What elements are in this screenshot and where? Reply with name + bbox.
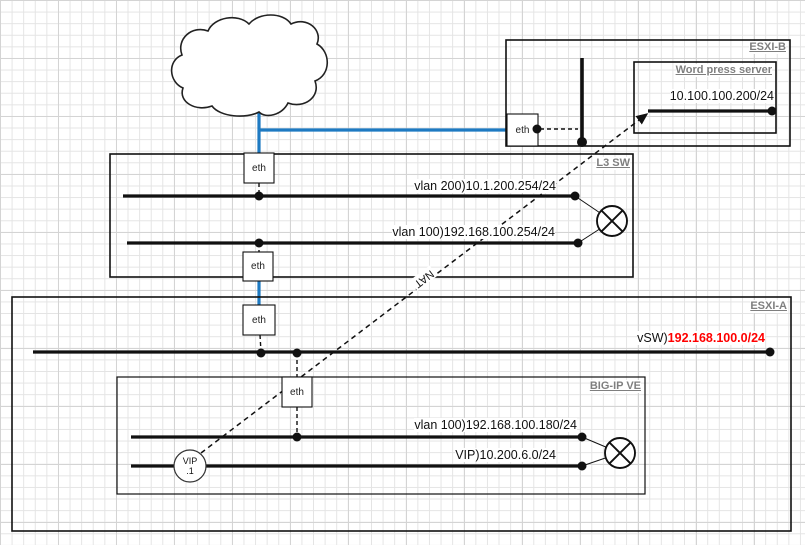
eth-port-box-l3-top[interactable] xyxy=(243,152,275,184)
l3-switch-box[interactable] xyxy=(109,153,634,278)
vlan200-label[interactable]: vlan 200)10.1.200.254/24 xyxy=(414,179,556,194)
wordpress-server-box[interactable] xyxy=(633,61,777,134)
wordpress-ip-label[interactable]: 10.100.100.200/24 xyxy=(669,89,774,104)
wordpress-title[interactable]: Word press server xyxy=(675,64,772,77)
eth-label-esxia: eth xyxy=(252,314,266,326)
eth-port-box-esxia[interactable] xyxy=(242,304,276,336)
vip-node-line2: .1 xyxy=(186,466,194,476)
vip-node-circle[interactable] xyxy=(173,449,207,483)
bigip-title[interactable]: BIG-IP VE xyxy=(589,380,641,393)
crossed-circle-icon-l3[interactable] xyxy=(596,205,628,237)
esxi-a-title[interactable]: ESXI-A xyxy=(750,300,787,313)
vip-node-text[interactable]: VIP .1 xyxy=(174,451,206,481)
esxi-a-box[interactable] xyxy=(11,296,792,532)
eth-label-bigip: eth xyxy=(290,386,304,398)
crossed-circle-icon-bigip[interactable] xyxy=(604,437,636,469)
esxi-b-box[interactable] xyxy=(505,39,791,147)
bigip-ve-box[interactable] xyxy=(116,376,646,495)
esxi-b-title[interactable]: ESXI-B xyxy=(749,41,786,54)
eth-port-box-l3-bottom[interactable] xyxy=(242,251,274,282)
vip-node-line1: VIP xyxy=(182,455,198,466)
l3-switch-title[interactable]: L3 SW xyxy=(596,157,630,170)
vsw-prefix: vSW) xyxy=(637,331,668,345)
eth-label-l3-top: eth xyxy=(252,162,266,174)
internet-cloud-icon[interactable] xyxy=(170,14,329,117)
bigip-vip-label[interactable]: VIP)10.200.6.0/24 xyxy=(455,448,556,463)
connection-dots xyxy=(254,106,777,471)
eth-port-box-bigip[interactable] xyxy=(281,376,313,408)
eth-label-l3-bottom: eth xyxy=(251,261,265,272)
eth-label-esxib: eth xyxy=(515,124,530,136)
bigip-vlan100-label[interactable]: vlan 100)192.168.100.180/24 xyxy=(414,418,577,433)
vsw-network: 192.168.100.0/24 xyxy=(667,331,765,345)
uplink-blue-line[interactable] xyxy=(257,110,508,305)
vlan100-label[interactable]: vlan 100)192.168.100.254/24 xyxy=(392,225,555,240)
vsw-label[interactable]: vSW)192.168.100.0/24 xyxy=(637,331,765,346)
